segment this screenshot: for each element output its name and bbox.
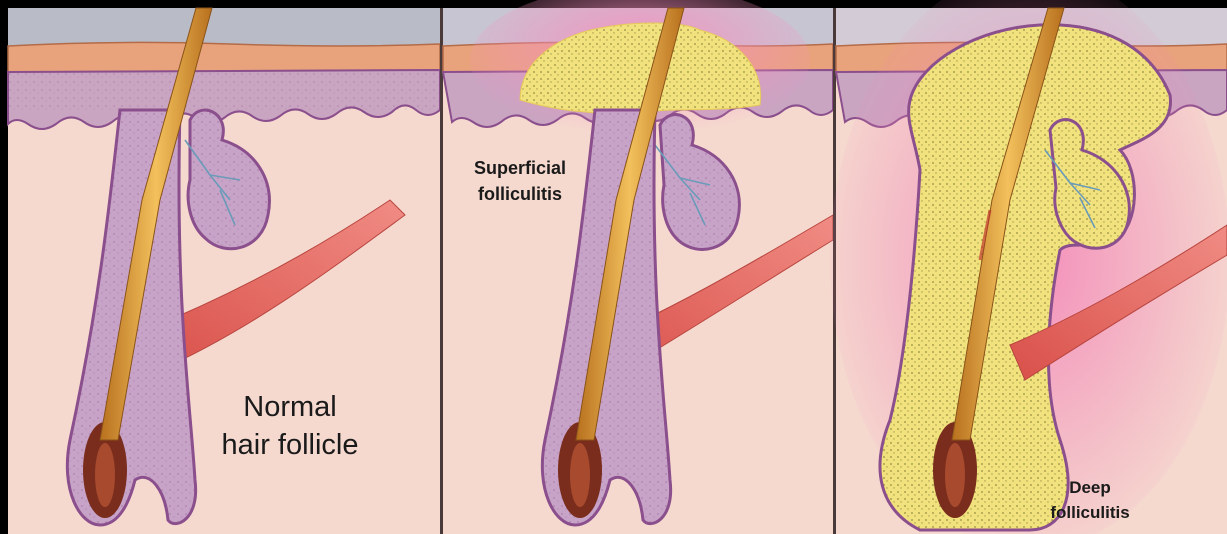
panel-superficial — [443, 0, 833, 534]
label-line: Deep — [1030, 475, 1150, 500]
label-normal-hair-follicle: Normal hair follicle — [200, 388, 380, 464]
label-line: Normal — [200, 388, 380, 426]
label-deep-folliculitis: Deep folliculitis — [1030, 475, 1150, 525]
label-superficial-folliculitis: Superficial folliculitis — [455, 155, 585, 207]
label-line: folliculitis — [455, 181, 585, 207]
label-line: hair follicle — [200, 426, 380, 464]
panel-deep — [830, 0, 1227, 534]
panel-divider — [440, 8, 443, 534]
label-line: Superficial — [455, 155, 585, 181]
label-line: folliculitis — [1030, 500, 1150, 525]
